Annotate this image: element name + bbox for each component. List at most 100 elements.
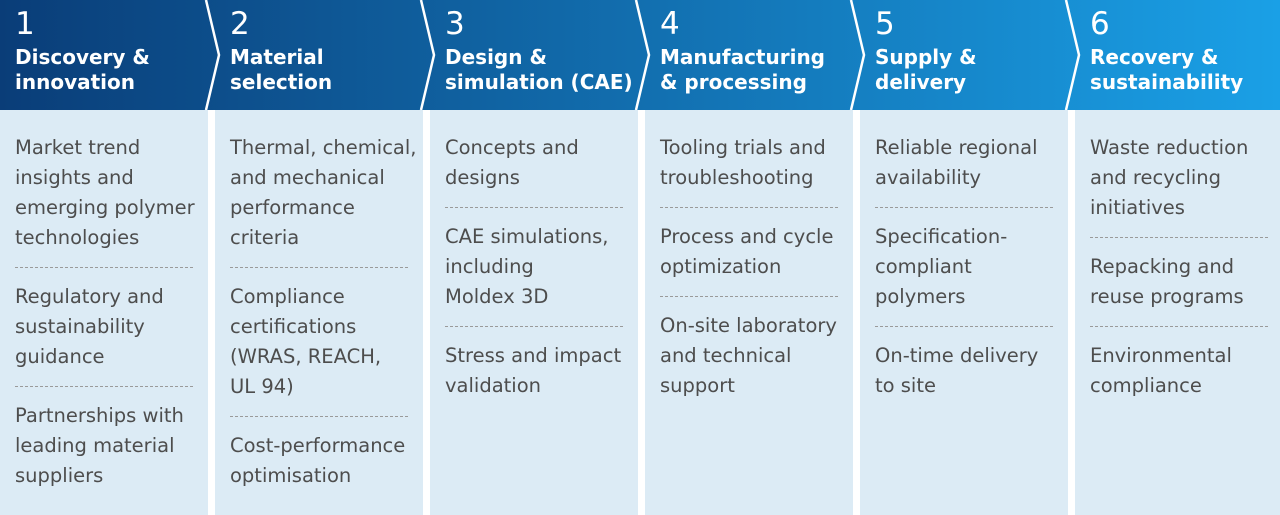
stage-item-line: validation: [445, 374, 542, 397]
stage-title-line: Supply &: [875, 45, 977, 69]
stage-item-line: certifications: [230, 315, 357, 338]
stage-title-line: sustainability: [1090, 70, 1244, 94]
stage-item-line: compliant: [875, 255, 972, 278]
stage-number: 6: [1090, 6, 1110, 42]
stage-item-line: sustainability: [15, 315, 145, 338]
stage-item-line: criteria: [230, 226, 300, 249]
stage-item: Concepts and designs: [445, 133, 638, 193]
stage-item-line: and recycling: [1090, 166, 1222, 189]
stage-item-line: Specification-: [875, 225, 1008, 248]
stage-title-line: delivery: [875, 70, 967, 94]
stage-item-line: to site: [875, 374, 936, 397]
stage-item: Regulatory and sustainability guidance: [15, 282, 208, 372]
stage-item-line: Partnerships with: [15, 404, 184, 427]
stage-item: Specification-compliant polymers: [875, 222, 1068, 312]
stage-column-2: Thermal, chemical, and mechanical performa…: [215, 110, 423, 515]
stage-item-line: troubleshooting: [660, 166, 814, 189]
stage-item-line: availability: [875, 166, 982, 189]
stage-item-line: technologies: [15, 226, 140, 249]
stage-item-line: Process and cycle: [660, 225, 834, 248]
stage-title-line: Design &: [445, 45, 547, 69]
dashed-divider: [660, 207, 838, 208]
stage-item-line: designs: [445, 166, 520, 189]
stage-title-line: simulation (CAE): [445, 70, 633, 94]
stage-title-line: selection: [230, 70, 333, 94]
stage-item-line: Reliable regional: [875, 136, 1038, 159]
chevron-divider: [419, 0, 436, 110]
stage-item-line: Tooling trials and: [660, 136, 826, 159]
chevron-divider: [1064, 0, 1081, 110]
stage-number: 4: [660, 6, 680, 42]
stage-item: Waste reduction and recycling initiatives: [1090, 133, 1280, 223]
stage-number: 5: [875, 6, 895, 42]
stage-item-line: CAE simulations,: [445, 225, 609, 248]
dashed-divider: [445, 207, 623, 208]
dashed-divider: [445, 326, 623, 327]
chevron-divider: [634, 0, 651, 110]
stage-item-line: initiatives: [1090, 196, 1185, 219]
chevron-arrows: [0, 0, 1280, 110]
stage-item-line: optimisation: [230, 464, 352, 487]
stage-item-line: Concepts and: [445, 136, 579, 159]
stage-title-line: innovation: [15, 70, 135, 94]
stage-item-line: (WRAS, REACH,: [230, 345, 382, 368]
stage-item: On-time delivery to site: [875, 341, 1068, 401]
chevron-divider: [204, 0, 221, 110]
dashed-divider: [1090, 237, 1268, 238]
stage-title-line: Manufacturing: [660, 45, 825, 69]
stage-item-line: Repacking and: [1090, 255, 1235, 278]
dashed-divider: [1090, 326, 1268, 327]
dashed-divider: [15, 386, 193, 387]
dashed-divider: [875, 326, 1053, 327]
stage-number: 3: [445, 6, 465, 42]
dashed-divider: [660, 296, 838, 297]
stage-title-line: Material: [230, 45, 324, 69]
stage-item-line: and technical: [660, 344, 792, 367]
stage-item-line: including: [445, 255, 534, 278]
stage-item-line: compliance: [1090, 374, 1202, 397]
stage-item-line: UL 94): [230, 375, 294, 398]
stage-item-line: On-time delivery: [875, 344, 1039, 367]
stage-item: Tooling trials and troubleshooting: [660, 133, 853, 193]
stage-title-line: Recovery &: [1090, 45, 1219, 69]
stage-title-line: & processing: [660, 70, 807, 94]
stage-item-line: Thermal, chemical,: [230, 136, 417, 159]
dashed-divider: [230, 416, 408, 417]
stage-title-line: Discovery &: [15, 45, 150, 69]
stage-item-line: Market trend: [15, 136, 141, 159]
stage-item-line: guidance: [15, 345, 105, 368]
stage-item-line: Waste reduction: [1090, 136, 1249, 159]
stage-item: Process and cycle optimization: [660, 222, 853, 282]
stage-number: 1: [15, 6, 35, 42]
stage-item-line: emerging polymer: [15, 196, 195, 219]
stage-item-line: Moldex 3D: [445, 285, 549, 308]
stage-number: 2: [230, 6, 250, 42]
stage-item-line: and mechanical: [230, 166, 385, 189]
stage-item-line: polymers: [875, 285, 966, 308]
stage-item-line: reuse programs: [1090, 285, 1244, 308]
stage-item-line: optimization: [660, 255, 782, 278]
stage-item-line: Regulatory and: [15, 285, 164, 308]
stage-item: Repacking and reuse programs: [1090, 252, 1280, 312]
dashed-divider: [230, 267, 408, 268]
stage-item-line: performance: [230, 196, 355, 219]
stage-item-line: Compliance: [230, 285, 345, 308]
